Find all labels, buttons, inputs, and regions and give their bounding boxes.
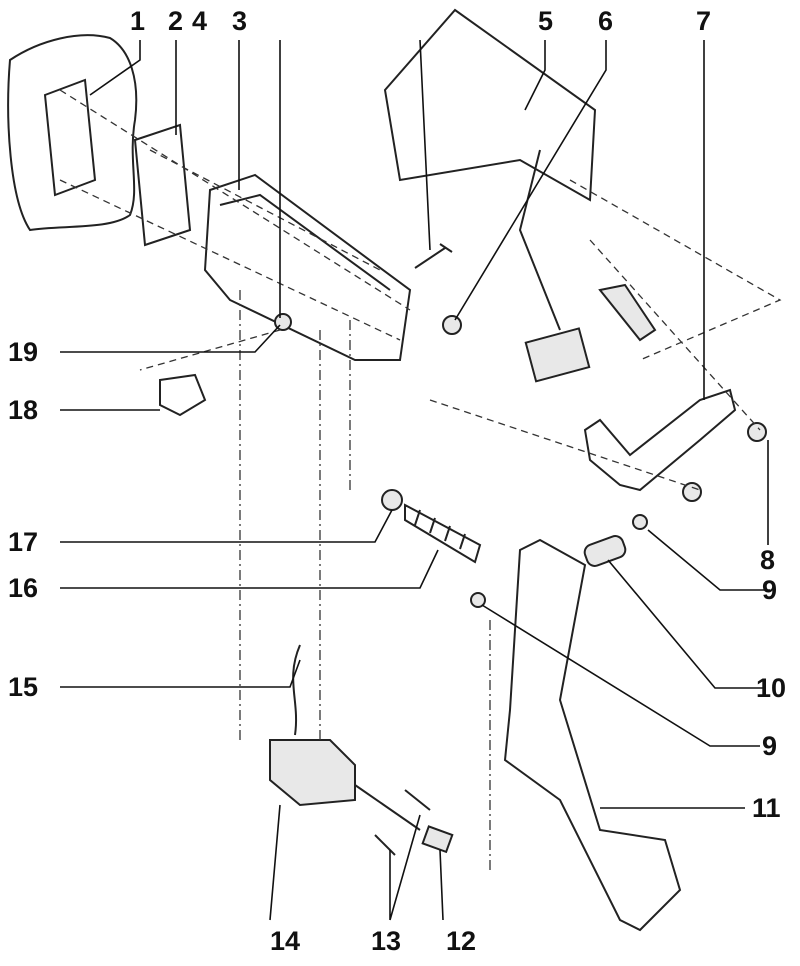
callout-16: 16 [8,573,39,603]
callout-9-lower: 9 [762,731,778,761]
firewall-panel [7,34,138,232]
support-bracket [583,388,737,492]
callout-7: 7 [696,6,712,36]
bushing [583,535,627,567]
callout-9-upper: 9 [762,575,778,605]
callout-14: 14 [270,926,301,956]
pedal-box [383,8,597,202]
callout-6: 6 [598,6,614,36]
callout-19: 19 [8,337,39,367]
bolt-13b [374,834,396,856]
push-rod [354,784,421,831]
callout-4b: 4 [192,6,208,36]
callout-3: 3 [232,6,248,36]
firewall-bracket [43,78,97,197]
bolt [414,243,453,269]
clip [159,373,207,417]
spring-seat [381,489,403,511]
assembly-axis [239,290,491,870]
callout-13: 13 [371,926,402,956]
hose [292,644,301,736]
mounting-plate [133,123,192,247]
callout-18: 18 [8,395,39,425]
pin-9b [470,592,486,608]
nut-8b [682,482,702,502]
nut [442,315,462,335]
pin-9a [632,514,648,530]
brake-pedal-pad [524,327,591,383]
callout-2: 2 [168,6,184,36]
callout-11: 11 [752,793,781,823]
clip-12 [421,825,454,854]
clutch-pedal [503,538,682,932]
callout-8: 8 [760,545,776,575]
callout-17: 17 [8,527,39,557]
callout-5: 5 [538,6,554,36]
leader [60,39,770,921]
spring [404,503,482,564]
callout-1: 1 [130,6,146,36]
housing-edge [219,193,391,291]
pedal-bracket-housing [203,173,412,361]
nut-8a [747,422,767,442]
callout-12: 12 [446,926,477,956]
brake-pedal-arm [518,149,561,331]
accel-pedal [598,283,657,342]
assembly-line [59,89,782,491]
callout-10: 10 [756,673,787,703]
callout-15: 15 [8,672,39,702]
master-cylinder [269,739,356,807]
bolt-13a [404,789,431,811]
